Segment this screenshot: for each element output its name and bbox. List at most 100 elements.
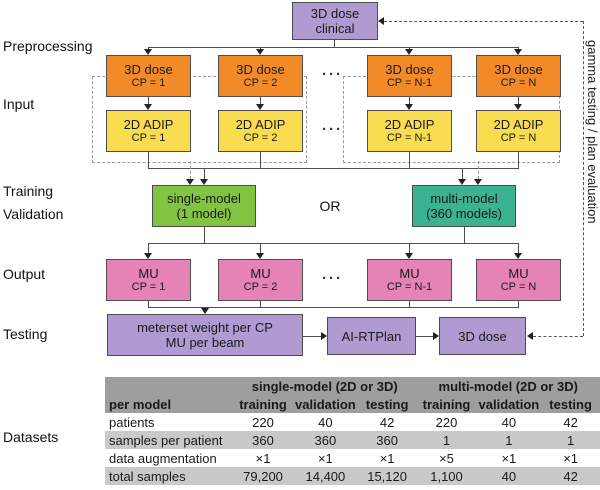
- connector: [409, 301, 410, 307]
- table-corner-cell: [105, 377, 233, 395]
- row-label: total samples: [109, 468, 186, 484]
- box-2d-adip-cpn1: 2D ADIP CP = N-1: [367, 110, 452, 152]
- table-row-data-augmentation: data augmentation ×1 ×1 ×1 ×5 ×1 ×1: [105, 449, 600, 467]
- stage-label-datasets: Datasets: [3, 429, 59, 445]
- connector: [518, 152, 519, 168]
- stage-label-validation: Validation: [3, 206, 64, 222]
- connector-dashed: [533, 336, 583, 337]
- stage-label-preprocessing: Preprocessing: [3, 38, 93, 54]
- input-group-outline-left: [92, 76, 307, 163]
- arrowhead-right-icon: [433, 332, 439, 340]
- group-header-multi-model: multi-model (2D or 3D): [416, 377, 600, 395]
- box-label: meterset weight per CP: [137, 320, 273, 335]
- stage-label-testing: Testing: [3, 326, 48, 342]
- box-label: AI-RTPlan: [341, 328, 402, 344]
- connector: [409, 243, 410, 253]
- box-label: MU: [250, 266, 271, 281]
- connector-dashdot: [478, 161, 479, 179]
- connector: [260, 152, 261, 168]
- stage-label-training: Training: [3, 183, 54, 199]
- box-sublabel: (1 model): [176, 206, 232, 221]
- box-sublabel: CP = 2: [243, 77, 278, 89]
- arrowhead-down-icon: [144, 49, 152, 55]
- arrowhead-down-icon: [256, 104, 264, 110]
- box-sublabel: CP = 2: [243, 281, 278, 293]
- connector: [409, 152, 410, 168]
- arrowhead-left-icon: [378, 17, 384, 25]
- box-label: single-model: [167, 191, 241, 206]
- cell: 360: [252, 432, 274, 448]
- arrowhead-down-icon: [186, 179, 194, 185]
- connector-dashed: [384, 21, 583, 22]
- cell: 360: [314, 432, 337, 448]
- box-label: 2D ADIP: [123, 117, 174, 132]
- box-sublabel: CP = N: [500, 77, 537, 89]
- table-row-patients: patients 220 40 42 220 40 42: [105, 413, 600, 431]
- cell: ×1: [563, 450, 579, 466]
- connector: [148, 47, 149, 50]
- connector-dashdot: [190, 161, 191, 179]
- box-3d-dose-cpn: 3D dose CP = N: [476, 55, 561, 97]
- connector: [148, 301, 149, 307]
- box-label: 2D ADIP: [384, 117, 435, 132]
- arrowhead-down-icon: [514, 104, 522, 110]
- box-mu-cp2: MU CP = 2: [218, 259, 303, 301]
- cell: 14,400: [305, 468, 346, 484]
- cell: 15,120: [367, 468, 407, 484]
- ellipsis: ···: [322, 66, 343, 83]
- box-label: MU: [399, 266, 420, 281]
- cell: 42: [563, 468, 578, 484]
- cell: 40: [501, 414, 517, 430]
- column-header: per model: [105, 395, 233, 413]
- connector: [409, 97, 410, 105]
- cell: 1: [505, 432, 513, 448]
- arrowhead-down-icon: [144, 104, 152, 110]
- box-sublabel: CP = N-1: [386, 132, 433, 144]
- connector: [204, 227, 205, 243]
- box-label: MU: [138, 266, 159, 281]
- box-sublabel: CP = N: [500, 281, 537, 293]
- cell: 360: [376, 432, 398, 448]
- box-mu-cpn: MU CP = N: [476, 259, 561, 301]
- arrowhead-down-icon: [458, 179, 466, 185]
- box-sublabel: CP = N-1: [386, 281, 433, 293]
- cell: 220: [435, 414, 458, 430]
- table-group-header-row: single-model (2D or 3D) multi-model (2D …: [105, 377, 600, 395]
- stage-label-output: Output: [3, 266, 46, 282]
- connector: [260, 301, 261, 307]
- cell: 1: [442, 432, 451, 448]
- box-sublabel: CP = 1: [131, 132, 166, 144]
- cell: 42: [379, 414, 395, 430]
- connector: [334, 40, 335, 47]
- arrowhead-down-icon: [256, 49, 264, 55]
- connector: [462, 168, 463, 179]
- arrowhead-down-icon: [405, 49, 413, 55]
- arrowhead-down-icon: [201, 308, 209, 314]
- box-label: 3D dose: [310, 6, 360, 21]
- column-header: training: [233, 395, 294, 413]
- arrowhead-down-icon: [405, 104, 413, 110]
- box-label: MU: [508, 266, 529, 281]
- cell: 220: [252, 414, 274, 430]
- arrowhead-down-icon: [144, 253, 152, 259]
- connector: [518, 47, 519, 50]
- datasets-table: single-model (2D or 3D) multi-model (2D …: [105, 377, 600, 485]
- box-sublabel: CP = 2: [243, 132, 278, 144]
- connector: [409, 47, 410, 50]
- connector: [303, 336, 322, 337]
- connector: [518, 97, 519, 105]
- connector: [416, 336, 434, 337]
- box-label: 2D ADIP: [493, 117, 544, 132]
- table-row-total-samples: total samples 79,200 14,400 15,120 1,100…: [105, 467, 600, 485]
- connector: [148, 47, 519, 48]
- row-label: samples per patient: [109, 432, 223, 448]
- box-sublabel: (360 models): [426, 206, 502, 221]
- box-label: 3D dose: [236, 62, 285, 77]
- box-3d-dose-cpn1: 3D dose CP = N-1: [367, 55, 452, 97]
- arrowhead-down-icon: [200, 179, 208, 185]
- arrowhead-right-icon: [321, 332, 327, 340]
- connector-dashed: [583, 21, 584, 336]
- connector: [518, 301, 519, 307]
- box-sublabel: CP = N: [500, 132, 537, 144]
